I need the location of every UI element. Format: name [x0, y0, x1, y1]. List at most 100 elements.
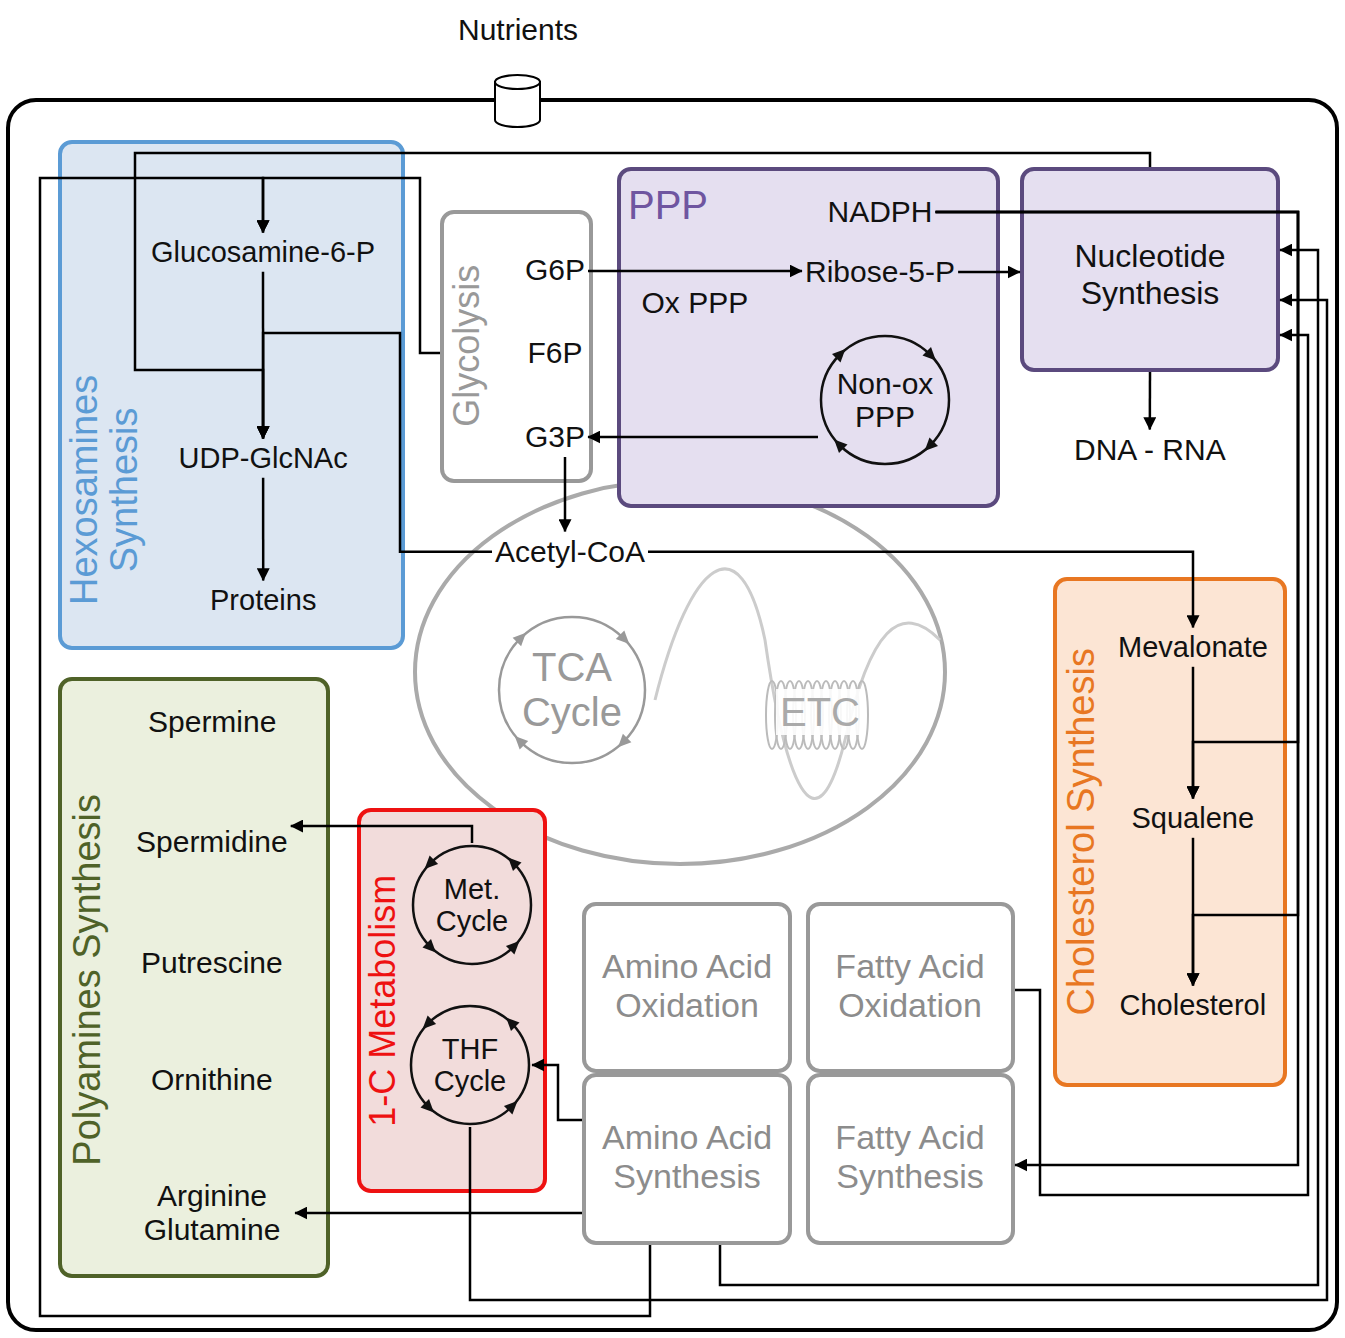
metabolite-node: Cholesterol — [1117, 986, 1270, 1025]
pathway-box: Glycolysis G6P F6P G3P — [440, 210, 593, 483]
box-title: Fatty Acid Synthesis — [810, 1118, 1010, 1196]
pathway-arrow — [1149, 372, 1152, 430]
metabolite-label: Ornithine — [151, 1063, 273, 1098]
metabolite-node: Spermidine — [133, 822, 291, 863]
pathway-arrow — [648, 552, 1193, 628]
cycle-circle: Met. Cycle — [410, 843, 534, 967]
pathway-arrow — [588, 270, 802, 273]
pathway-arrow — [588, 436, 818, 439]
label-holder: Nutrients — [458, 13, 578, 48]
metabolite-label: Mevalonate — [1118, 631, 1268, 664]
pathway-arrow — [40, 178, 650, 1316]
pathway-arrow — [1015, 335, 1308, 1195]
metabolite-node: Arginine Glutamine — [129, 1176, 295, 1251]
pathway-arrow — [295, 1212, 582, 1215]
cycle-arrowhead — [515, 736, 529, 749]
metabolite-label: Spermidine — [136, 825, 288, 860]
cell-membrane — [8, 100, 1337, 1330]
cycle-label: THF Cycle — [420, 1033, 520, 1098]
metabolite-node: UDP-GlcNAc — [176, 439, 351, 478]
cycle-arrowhead — [513, 633, 526, 647]
cycle-arrowhead — [616, 631, 630, 644]
box-title: Amino Acid Synthesis — [587, 1118, 787, 1196]
etc-coil — [766, 681, 868, 749]
pathway-arrow — [532, 1065, 582, 1120]
metabolite-label: UDP-GlcNAc — [179, 442, 348, 475]
cycle-ring — [499, 617, 645, 763]
pathway-arrow — [958, 271, 1020, 274]
box-title: Glycolysis — [446, 264, 487, 426]
metabolite-label: Arginine Glutamine — [132, 1179, 292, 1248]
metabolite-node: Putrescine — [138, 943, 286, 984]
metabolite-node: G3P — [522, 417, 588, 458]
metabolite-node: Ornithine — [148, 1060, 276, 1101]
pathway-arrow — [936, 212, 1299, 986]
mitochondrion-outline — [415, 480, 945, 864]
pathway-arrow — [936, 212, 1299, 799]
metabolite-node: Ribose-5-P — [802, 252, 958, 293]
nutrients-label: Nutrients — [458, 13, 578, 48]
pathway-box: Amino Acid Oxidation — [582, 902, 792, 1073]
cycle-arrowhead — [506, 1018, 519, 1032]
metabolite-node: Spermine — [145, 702, 279, 743]
metabolite-node: Glucosamine-6-P — [148, 233, 378, 272]
metabolite-node: Mevalonate — [1115, 628, 1271, 667]
pathway-arrow — [564, 457, 567, 532]
pathway-box: Hexosamines Synthesis Glucosamine-6-P UDP-… — [58, 140, 405, 650]
cycle-ring — [413, 846, 531, 964]
metabolite-label: F6P — [528, 336, 583, 371]
metabolite-label: Ribose-5-P — [805, 255, 955, 290]
metabolite-node: Proteins — [207, 581, 319, 620]
cycle-arrowhead — [423, 939, 436, 953]
metabolite-node: Squalene — [1129, 799, 1258, 838]
cycle-arrowhead — [423, 1016, 437, 1029]
metabolite-label: Putrescine — [141, 946, 283, 981]
box-title: 1-C Metabolism — [362, 874, 403, 1126]
pathway-box: 1-C Metabolism Met. CycleTHF Cycle — [357, 808, 547, 1193]
pathway-box: PPPNADPHRibose-5-PNon-ox PPP — [617, 167, 1000, 508]
pathway-arrow — [262, 478, 265, 581]
metabolite-node: Acetyl-CoA — [492, 532, 648, 573]
cycle-arrowhead — [421, 1099, 434, 1113]
pathway-box: Fatty Acid Synthesis — [806, 1073, 1015, 1245]
pathway-box: Amino Acid Synthesis — [582, 1073, 792, 1245]
cycle-circle: TCA Cycle — [496, 614, 648, 766]
mitochondrion-cristae — [655, 569, 940, 799]
cycle-arrowhead — [832, 349, 845, 362]
metabolite-label: NADPH — [828, 195, 933, 230]
box-title: Cholesterol Synthesis — [1060, 648, 1104, 1016]
cycle-circle: Non-ox PPP — [818, 333, 952, 467]
pathway-arrow — [720, 250, 1318, 1285]
pathway-arrow — [263, 178, 440, 353]
cycle-arrowhead — [618, 734, 631, 748]
edge-label: Ox PPP — [642, 286, 749, 321]
metabolite-node: ETC — [773, 686, 867, 738]
metabolite-node: G6P — [522, 250, 588, 291]
cycle-label: Non-ox PPP — [830, 367, 940, 434]
cycle-arrowhead — [506, 941, 520, 954]
metabolite-label: Glucosamine-6-P — [151, 236, 375, 269]
cycle-ring — [411, 1006, 529, 1124]
label-holder: Ox PPP — [642, 286, 749, 321]
cycle-arrowhead — [925, 438, 938, 451]
metabolite-label: Cholesterol — [1120, 989, 1267, 1022]
box-title: Nucleotide Synthesis — [1035, 238, 1265, 312]
cycle-arrowhead — [923, 347, 936, 360]
cycle-label: TCA Cycle — [507, 645, 637, 735]
metabolite-node: DNA - RNA — [1071, 430, 1229, 471]
pathway-arrow — [263, 333, 492, 552]
metabolite-label: Proteins — [210, 584, 316, 617]
nutrient-transporter-top — [495, 75, 540, 89]
metabolite-label: ETC — [776, 689, 864, 735]
pathway-box: Fatty Acid Oxidation — [806, 902, 1015, 1073]
pathway-arrow — [135, 153, 1150, 439]
metabolite-label: Spermine — [148, 705, 276, 740]
cycle-arrowhead — [508, 858, 521, 872]
metabolite-label: G3P — [525, 420, 585, 455]
pathway-arrow — [470, 300, 1327, 1300]
cycle-ring — [821, 336, 949, 464]
cycle-outline — [818, 333, 952, 467]
cycle-label: Met. Cycle — [422, 873, 522, 938]
box-title: Hexosamines Synthesis — [65, 365, 145, 615]
